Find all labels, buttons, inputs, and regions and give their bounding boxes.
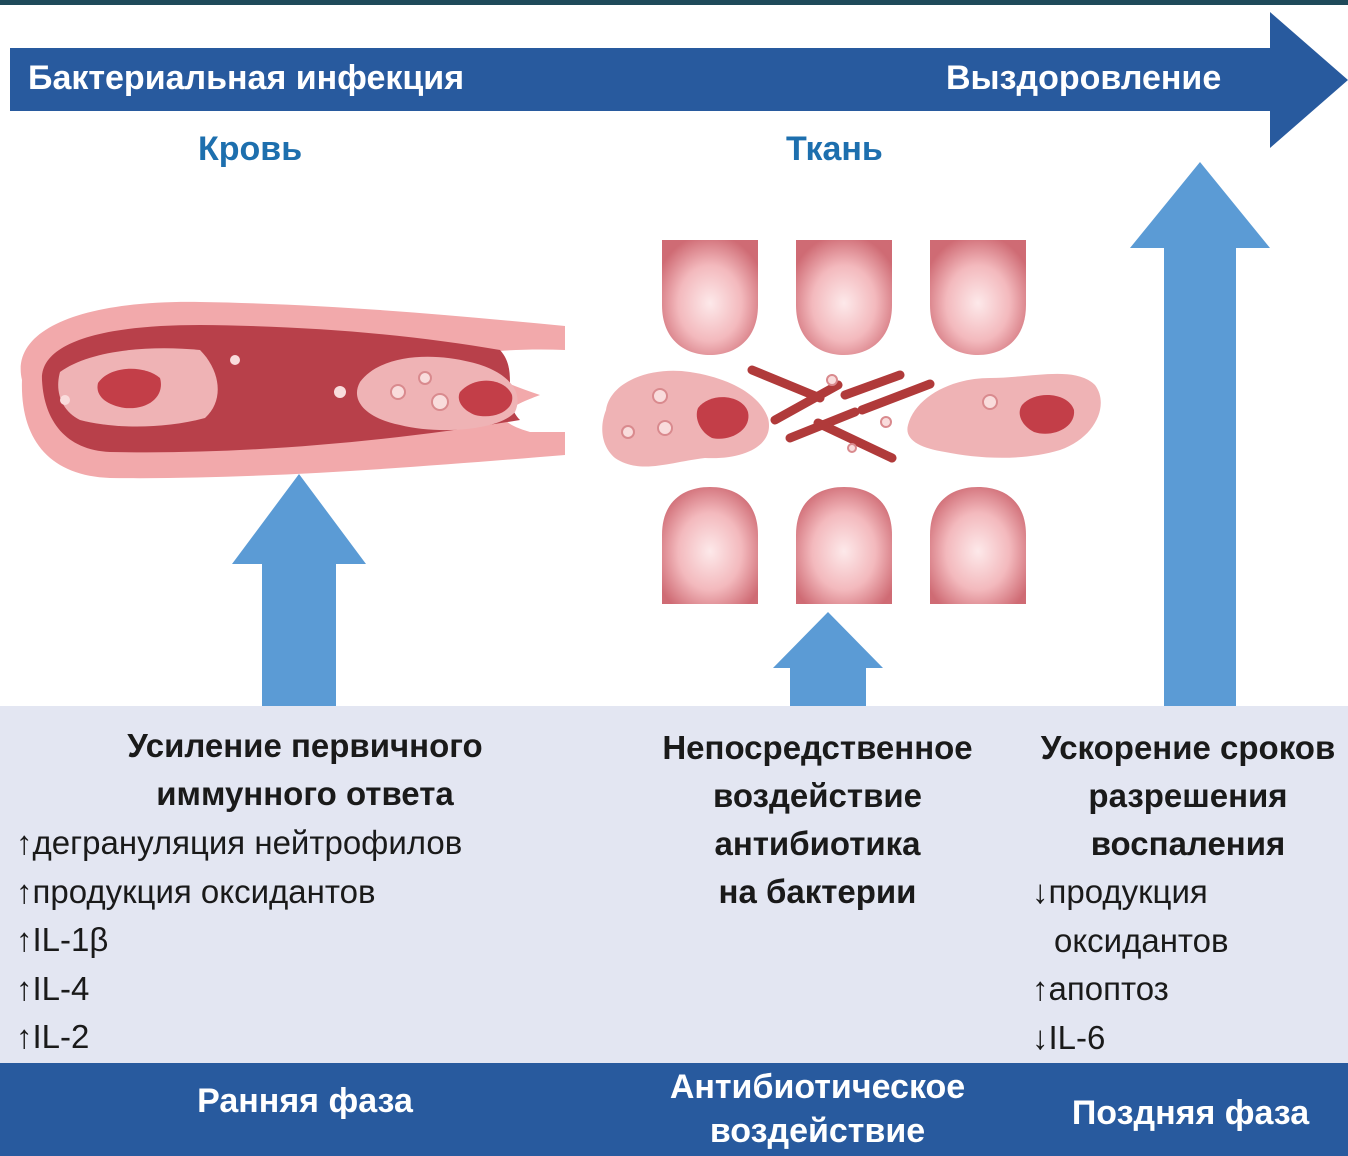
trend-arrow-icon: ↓ bbox=[1032, 873, 1049, 910]
up-arrow-icon bbox=[773, 612, 883, 706]
title-line: иммунного ответа bbox=[0, 770, 610, 818]
effect-item: ↑продукция оксидантов bbox=[16, 868, 610, 917]
blood-heading: Кровь bbox=[198, 130, 302, 169]
trend-arrow-icon: ↑ bbox=[16, 921, 33, 958]
banner-left-label: Бактериальная инфекция bbox=[28, 58, 464, 98]
effect-text: продукция оксидантов bbox=[33, 873, 376, 910]
up-arrow-icon bbox=[1130, 162, 1270, 706]
late-phase-title: Ускорение сроков разрешения воспаления bbox=[1028, 724, 1348, 868]
effect-text: оксидантов bbox=[1054, 922, 1229, 959]
effect-text: дегрануляция нейтрофилов bbox=[33, 824, 463, 861]
late-phase-column: Ускорение сроков разрешения воспаления ↓… bbox=[1028, 724, 1348, 1062]
trend-arrow-icon: ↑ bbox=[16, 873, 33, 910]
tissue-cells-icon bbox=[602, 240, 1101, 604]
bacteria-icon bbox=[752, 370, 930, 458]
trend-arrow-icon: ↑ bbox=[1032, 970, 1049, 1007]
effect-text: IL-1β bbox=[33, 921, 109, 958]
phase-footer: Ранняя фаза Антибиотическое воздействие … bbox=[0, 1063, 1348, 1156]
trend-arrow-icon: ↑ bbox=[16, 1018, 33, 1055]
info-panel: Усиление первичного иммунного ответа ↑де… bbox=[0, 706, 1348, 1063]
up-arrow-icon bbox=[232, 474, 366, 706]
effect-item: ↑IL-2 bbox=[16, 1013, 610, 1062]
title-line: воздействие bbox=[625, 772, 1010, 820]
label-line: Антибиотическое bbox=[625, 1065, 1010, 1109]
effect-item: оксидантов bbox=[1032, 917, 1348, 966]
effect-text: IL-2 bbox=[33, 1018, 90, 1055]
title-line: на бактерии bbox=[625, 868, 1010, 916]
early-phase-title: Усиление первичного иммунного ответа bbox=[0, 722, 610, 818]
early-phase-effects: ↑дегрануляция нейтрофилов ↑продукция окс… bbox=[0, 819, 610, 1062]
late-phase-label: Поздняя фаза bbox=[1028, 1091, 1348, 1135]
trend-arrow-icon: ↓ bbox=[1032, 1019, 1049, 1056]
antibiotic-title: Непосредственное воздействие антибиотика… bbox=[625, 724, 1010, 916]
effect-text: апоптоз bbox=[1049, 970, 1169, 1007]
effect-text: IL-4 bbox=[33, 970, 90, 1007]
tissue-heading: Ткань bbox=[786, 130, 883, 169]
effect-item: ↑дегрануляция нейтрофилов bbox=[16, 819, 610, 868]
effect-item: ↓IL-6 bbox=[1032, 1014, 1348, 1063]
late-phase-effects: ↓продукция оксидантов ↑апоптоз ↓IL-6 bbox=[1028, 868, 1348, 1062]
trend-arrow-icon: ↑ bbox=[16, 824, 33, 861]
effect-item: ↑IL-4 bbox=[16, 965, 610, 1014]
title-line: Непосредственное bbox=[625, 724, 1010, 772]
label-line: воздействие bbox=[625, 1109, 1010, 1153]
effect-text: IL-6 bbox=[1049, 1019, 1106, 1056]
early-phase-column: Усиление первичного иммунного ответа ↑де… bbox=[0, 722, 610, 1062]
antibiotic-column: Непосредственное воздействие антибиотика… bbox=[625, 724, 1010, 916]
title-line: разрешения bbox=[1028, 772, 1348, 820]
blood-vessel-icon bbox=[21, 302, 565, 478]
title-line: Ускорение сроков bbox=[1028, 724, 1348, 772]
trend-arrow-icon: ↑ bbox=[16, 970, 33, 1007]
effect-item: ↑IL-1β bbox=[16, 916, 610, 965]
title-line: Усиление первичного bbox=[0, 722, 610, 770]
banner-right-label: Выздоровление bbox=[946, 58, 1221, 98]
effect-item: ↑апоптоз bbox=[1032, 965, 1348, 1014]
effect-item: ↓продукция bbox=[1032, 868, 1348, 917]
title-line: воспаления bbox=[1028, 820, 1348, 868]
effect-text: продукция bbox=[1049, 873, 1208, 910]
early-phase-label: Ранняя фаза bbox=[0, 1079, 610, 1123]
antibiotic-phase-label: Антибиотическое воздействие bbox=[625, 1065, 1010, 1153]
title-line: антибиотика bbox=[625, 820, 1010, 868]
